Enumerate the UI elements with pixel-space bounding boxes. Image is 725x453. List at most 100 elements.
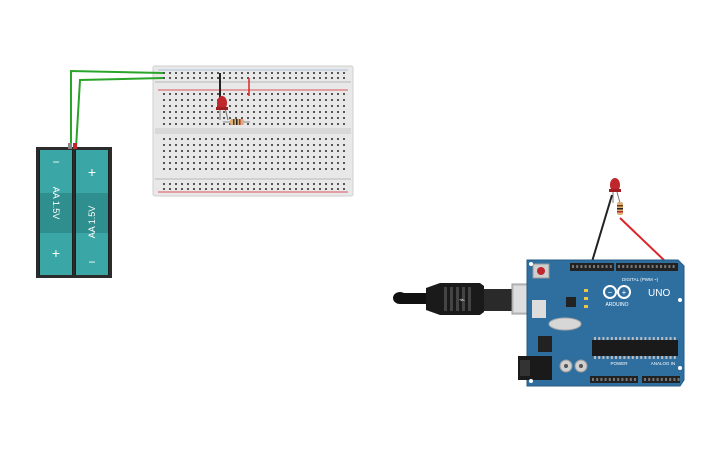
header-pin[interactable] [622, 265, 625, 268]
breadboard-hole[interactable] [169, 123, 171, 125]
breadboard-hole[interactable] [271, 150, 273, 152]
breadboard-hole[interactable] [235, 72, 237, 74]
breadboard-hole[interactable] [199, 183, 201, 185]
breadboard-hole[interactable] [181, 183, 183, 185]
header-pin[interactable] [605, 265, 608, 268]
header-pin[interactable] [618, 265, 620, 268]
breadboard-hole[interactable] [175, 168, 177, 170]
arduino-red-wire[interactable] [619, 217, 667, 263]
chip-pin[interactable] [627, 337, 630, 340]
breadboard-hole[interactable] [229, 123, 231, 125]
arduino-uno[interactable]: − + ARDUINO UNO DIGITAL (PWM ~) POWER AN… [518, 259, 685, 387]
breadboard-hole[interactable] [283, 117, 285, 119]
breadboard-hole[interactable] [295, 123, 297, 125]
breadboard-hole[interactable] [289, 162, 291, 164]
breadboard-hole[interactable] [283, 144, 285, 146]
breadboard-hole[interactable] [277, 99, 279, 101]
breadboard-hole[interactable] [247, 162, 249, 164]
breadboard-hole[interactable] [319, 138, 321, 140]
chip-pin[interactable] [640, 356, 643, 359]
breadboard-hole[interactable] [313, 99, 315, 101]
chip-pin[interactable] [602, 337, 605, 340]
breadboard-hole[interactable] [163, 72, 165, 74]
breadboard-hole[interactable] [313, 156, 315, 158]
breadboard-hole[interactable] [337, 99, 339, 101]
breadboard-hole[interactable] [181, 117, 183, 119]
breadboard-hole[interactable] [229, 117, 231, 119]
chip-pin[interactable] [606, 337, 609, 340]
breadboard-hole[interactable] [193, 156, 195, 158]
breadboard-hole[interactable] [301, 156, 303, 158]
breadboard-hole[interactable] [193, 188, 195, 190]
breadboard-hole[interactable] [337, 156, 339, 158]
breadboard-hole[interactable] [259, 188, 261, 190]
breadboard-hole[interactable] [181, 162, 183, 164]
breadboard-hole[interactable] [163, 123, 165, 125]
header-pin[interactable] [634, 265, 637, 268]
breadboard-hole[interactable] [223, 156, 225, 158]
bottom-header-pins[interactable] [592, 378, 680, 381]
breadboard-hole[interactable] [205, 156, 207, 158]
breadboard-hole[interactable] [337, 168, 339, 170]
breadboard-hole[interactable] [241, 162, 243, 164]
breadboard-hole[interactable] [253, 93, 255, 95]
breadboard-hole[interactable] [199, 144, 201, 146]
breadboard-hole[interactable] [301, 99, 303, 101]
breadboard-hole[interactable] [247, 77, 249, 79]
usb-cable[interactable]: ⌁ [393, 283, 549, 315]
breadboard-hole[interactable] [175, 117, 177, 119]
led-breadboard[interactable] [216, 96, 229, 121]
breadboard-hole[interactable] [301, 150, 303, 152]
breadboard-hole[interactable] [241, 117, 243, 119]
breadboard-hole[interactable] [277, 138, 279, 140]
breadboard-hole[interactable] [223, 168, 225, 170]
breadboard-hole[interactable] [217, 156, 219, 158]
breadboard-hole[interactable] [217, 138, 219, 140]
header-pin[interactable] [601, 265, 604, 268]
breadboard-hole[interactable] [193, 99, 195, 101]
breadboard-hole[interactable] [181, 150, 183, 152]
breadboard-hole[interactable] [235, 188, 237, 190]
breadboard-hole[interactable] [271, 123, 273, 125]
breadboard-hole[interactable] [319, 93, 321, 95]
chip-pin[interactable] [627, 356, 630, 359]
breadboard-hole[interactable] [283, 123, 285, 125]
breadboard-hole[interactable] [307, 117, 309, 119]
header-pin[interactable] [600, 378, 603, 381]
breadboard-hole[interactable] [301, 72, 303, 74]
header-pin[interactable] [652, 378, 655, 381]
breadboard-hole[interactable] [295, 117, 297, 119]
chip-pin[interactable] [615, 356, 617, 359]
breadboard-hole[interactable] [325, 162, 327, 164]
breadboard-hole[interactable] [331, 117, 333, 119]
breadboard-hole[interactable] [205, 72, 207, 74]
breadboard-hole[interactable] [205, 162, 207, 164]
breadboard-hole[interactable] [313, 111, 315, 113]
header-pin[interactable] [655, 265, 658, 268]
breadboard-hole[interactable] [277, 123, 279, 125]
breadboard-hole[interactable] [247, 138, 249, 140]
breadboard-hole[interactable] [211, 99, 213, 101]
header-pin[interactable] [604, 378, 607, 381]
breadboard-hole[interactable] [229, 156, 231, 158]
chip-pin[interactable] [640, 337, 643, 340]
header-pin[interactable] [588, 265, 591, 268]
breadboard-hole[interactable] [295, 138, 297, 140]
breadboard-hole[interactable] [223, 123, 225, 125]
breadboard-hole[interactable] [241, 168, 243, 170]
breadboard-hole[interactable] [313, 117, 315, 119]
chip-pin[interactable] [598, 356, 601, 359]
chip-pin[interactable] [602, 356, 605, 359]
breadboard-hole[interactable] [247, 123, 249, 125]
breadboard-hole[interactable] [289, 150, 291, 152]
breadboard-hole[interactable] [307, 188, 309, 190]
breadboard-hole[interactable] [187, 99, 189, 101]
breadboard-hole[interactable] [241, 138, 243, 140]
breadboard-hole[interactable] [253, 150, 255, 152]
breadboard-hole[interactable] [307, 144, 309, 146]
breadboard-hole[interactable] [223, 72, 225, 74]
header-pin[interactable] [625, 378, 628, 381]
breadboard-hole[interactable] [181, 168, 183, 170]
breadboard-hole[interactable] [295, 93, 297, 95]
breadboard-hole[interactable] [331, 93, 333, 95]
